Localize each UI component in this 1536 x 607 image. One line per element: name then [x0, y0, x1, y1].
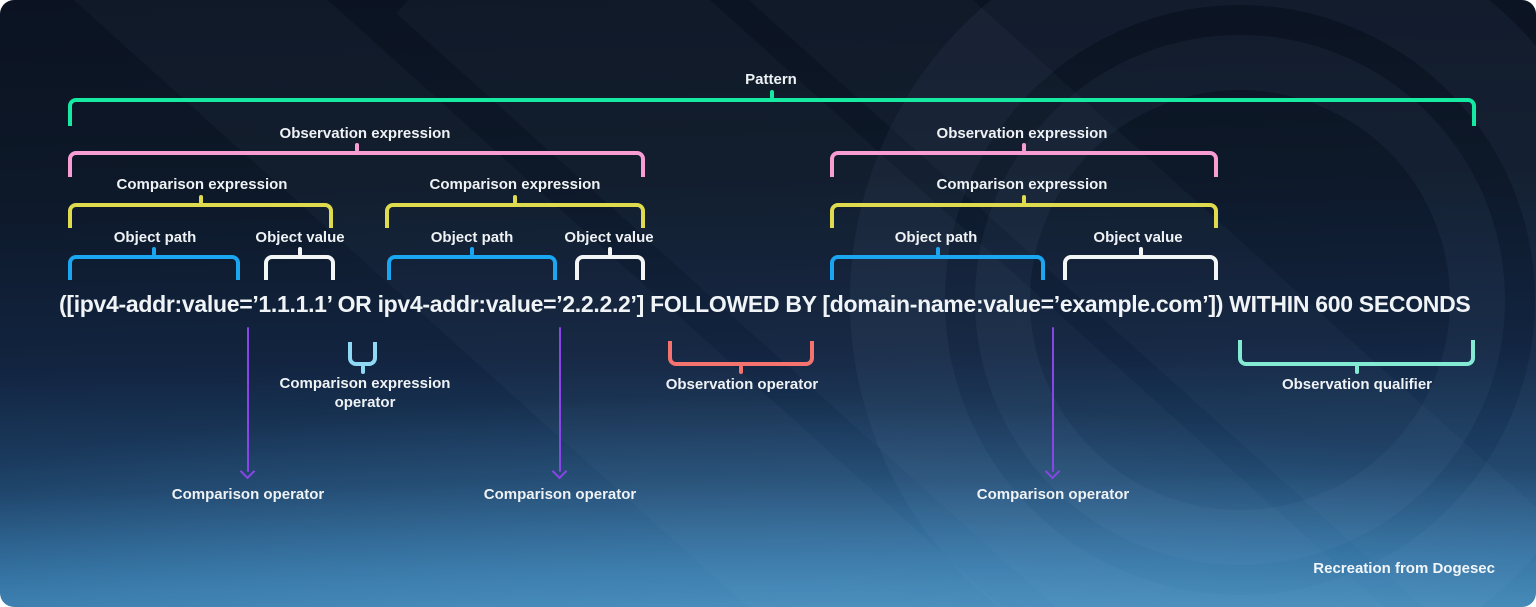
observation-expression-2-tick [1022, 143, 1026, 152]
pattern-string: ([ipv4-addr:value=’1.1.1.1’ OR ipv4-addr… [59, 291, 1471, 317]
pattern-bracket [68, 90, 1476, 126]
comparison-expression-3-label: Comparison expression [936, 176, 1108, 193]
object-value-2-label: Object value [564, 229, 654, 246]
comparison-operator-3-arrow-line [1051, 327, 1055, 472]
comparison-operator-1-arrow-head [239, 463, 255, 480]
comparison-expression-1-label: Comparison expression [116, 176, 288, 193]
comparison-operator-3-label: Comparison operator [976, 486, 1130, 503]
object-path-3-tick [935, 247, 940, 256]
comparison-operator-2-label: Comparison operator [483, 486, 637, 503]
observation-expression-2-bracket [830, 143, 1218, 177]
comparison-expression-1-bracket [68, 195, 333, 228]
comparison-operator-2-arrow-head [551, 463, 567, 480]
comparison-expression-operator-label: Comparison expression operator [279, 375, 451, 411]
object-value-2-bracket [575, 247, 645, 280]
comparison-expression-3-tick [1022, 195, 1026, 204]
pattern-tick [770, 90, 774, 99]
observation-operator-label: Observation operator [665, 376, 819, 393]
comparison-expression-2-label: Comparison expression [429, 176, 601, 193]
object-path-3-bracket [830, 247, 1045, 280]
object-value-3-bracket [1063, 247, 1218, 280]
comparison-operator-3-arrow-head [1044, 463, 1060, 480]
pattern-label: Pattern [745, 71, 797, 88]
object-value-3-label: Object value [1093, 229, 1183, 246]
object-path-1-bracket [68, 247, 240, 280]
object-path-2-bracket [387, 247, 557, 280]
comparison-expression-2-bracket [385, 195, 645, 228]
observation-qualifier-tick [1354, 365, 1359, 374]
object-path-1-label: Object path [113, 229, 197, 246]
comparison-operator-1-arrow-line [246, 327, 250, 472]
object-path-3-label: Object path [894, 229, 978, 246]
observation-qualifier-label: Observation qualifier [1281, 376, 1433, 393]
object-value-1-bracket [264, 247, 335, 280]
comparison-expression-3-bracket [830, 195, 1218, 228]
comparison-expression-operator-tick [360, 365, 365, 374]
attribution-text: Recreation from Dogesec [1313, 560, 1495, 577]
object-path-1-tick [152, 247, 156, 256]
observation-qualifier-bracket [1238, 340, 1475, 374]
observation-expression-1-bracket [68, 143, 645, 177]
observation-operator-tick [739, 365, 743, 374]
object-value-3-tick [1138, 247, 1143, 256]
object-value-2-tick [608, 247, 612, 256]
comparison-expression-operator-bracket [348, 342, 377, 374]
comparison-operator-1-label: Comparison operator [171, 486, 325, 503]
comparison-expression-2-tick [513, 195, 517, 204]
observation-operator-bracket [668, 341, 814, 374]
comparison-expression-1-tick [198, 195, 203, 204]
observation-expression-1-label: Observation expression [279, 125, 451, 142]
observation-expression-2-label: Observation expression [936, 125, 1108, 142]
comparison-operator-2-arrow-line [558, 327, 562, 472]
object-value-1-tick [297, 247, 302, 256]
object-path-2-tick [470, 247, 474, 256]
object-value-1-label: Object value [255, 229, 345, 246]
object-path-2-label: Object path [430, 229, 514, 246]
observation-expression-1-tick [354, 143, 359, 152]
